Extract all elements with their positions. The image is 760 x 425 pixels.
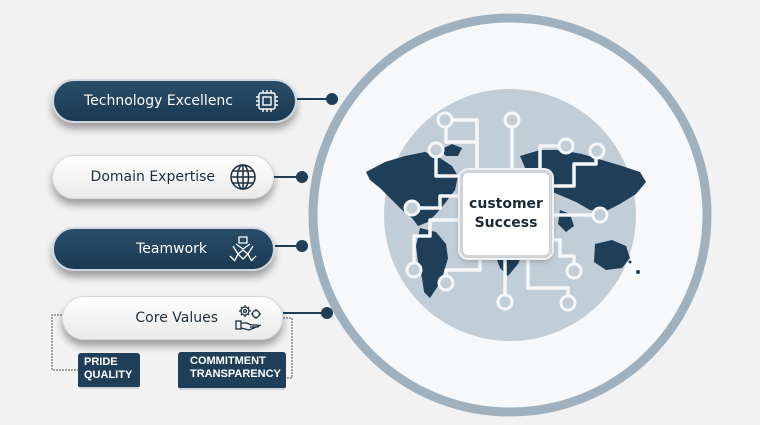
pill-domain-expertise: Domain Expertise [52, 155, 274, 199]
tag-pride-quality: PRIDE QUALITY [78, 353, 140, 389]
customer-success-card: customer Success [460, 170, 552, 258]
center-line-2: Success [474, 215, 538, 231]
core-values-gears-hand-icon [230, 298, 270, 338]
tag-line: QUALITY [84, 369, 133, 381]
tag-line: COMMITMENT [190, 355, 266, 367]
tag-line: PRIDE [84, 356, 118, 368]
cpu-chip-icon [247, 81, 287, 121]
pill-connectors [274, 93, 338, 319]
pill-technology-excellence: Technology Excellenc [52, 79, 297, 123]
pill-teamwork: Teamwork [52, 227, 275, 271]
pill-label: Domain Expertise [90, 169, 215, 185]
center-line-1: customer [469, 196, 543, 212]
circuit-nodes [403, 111, 609, 312]
tag-commitment-transparency: COMMITMENT TRANSPARENCY [178, 352, 286, 390]
pill-label: Teamwork [136, 241, 207, 257]
pill-label: Technology Excellenc [83, 93, 233, 109]
teamwork-hands-icon [223, 229, 263, 269]
tag-line: TRANSPARENCY [190, 368, 281, 380]
core-values-bracket [51, 314, 293, 379]
pill-core-values: Core Values [62, 296, 283, 340]
pill-label: Core Values [135, 310, 218, 326]
globe-icon [223, 157, 263, 197]
